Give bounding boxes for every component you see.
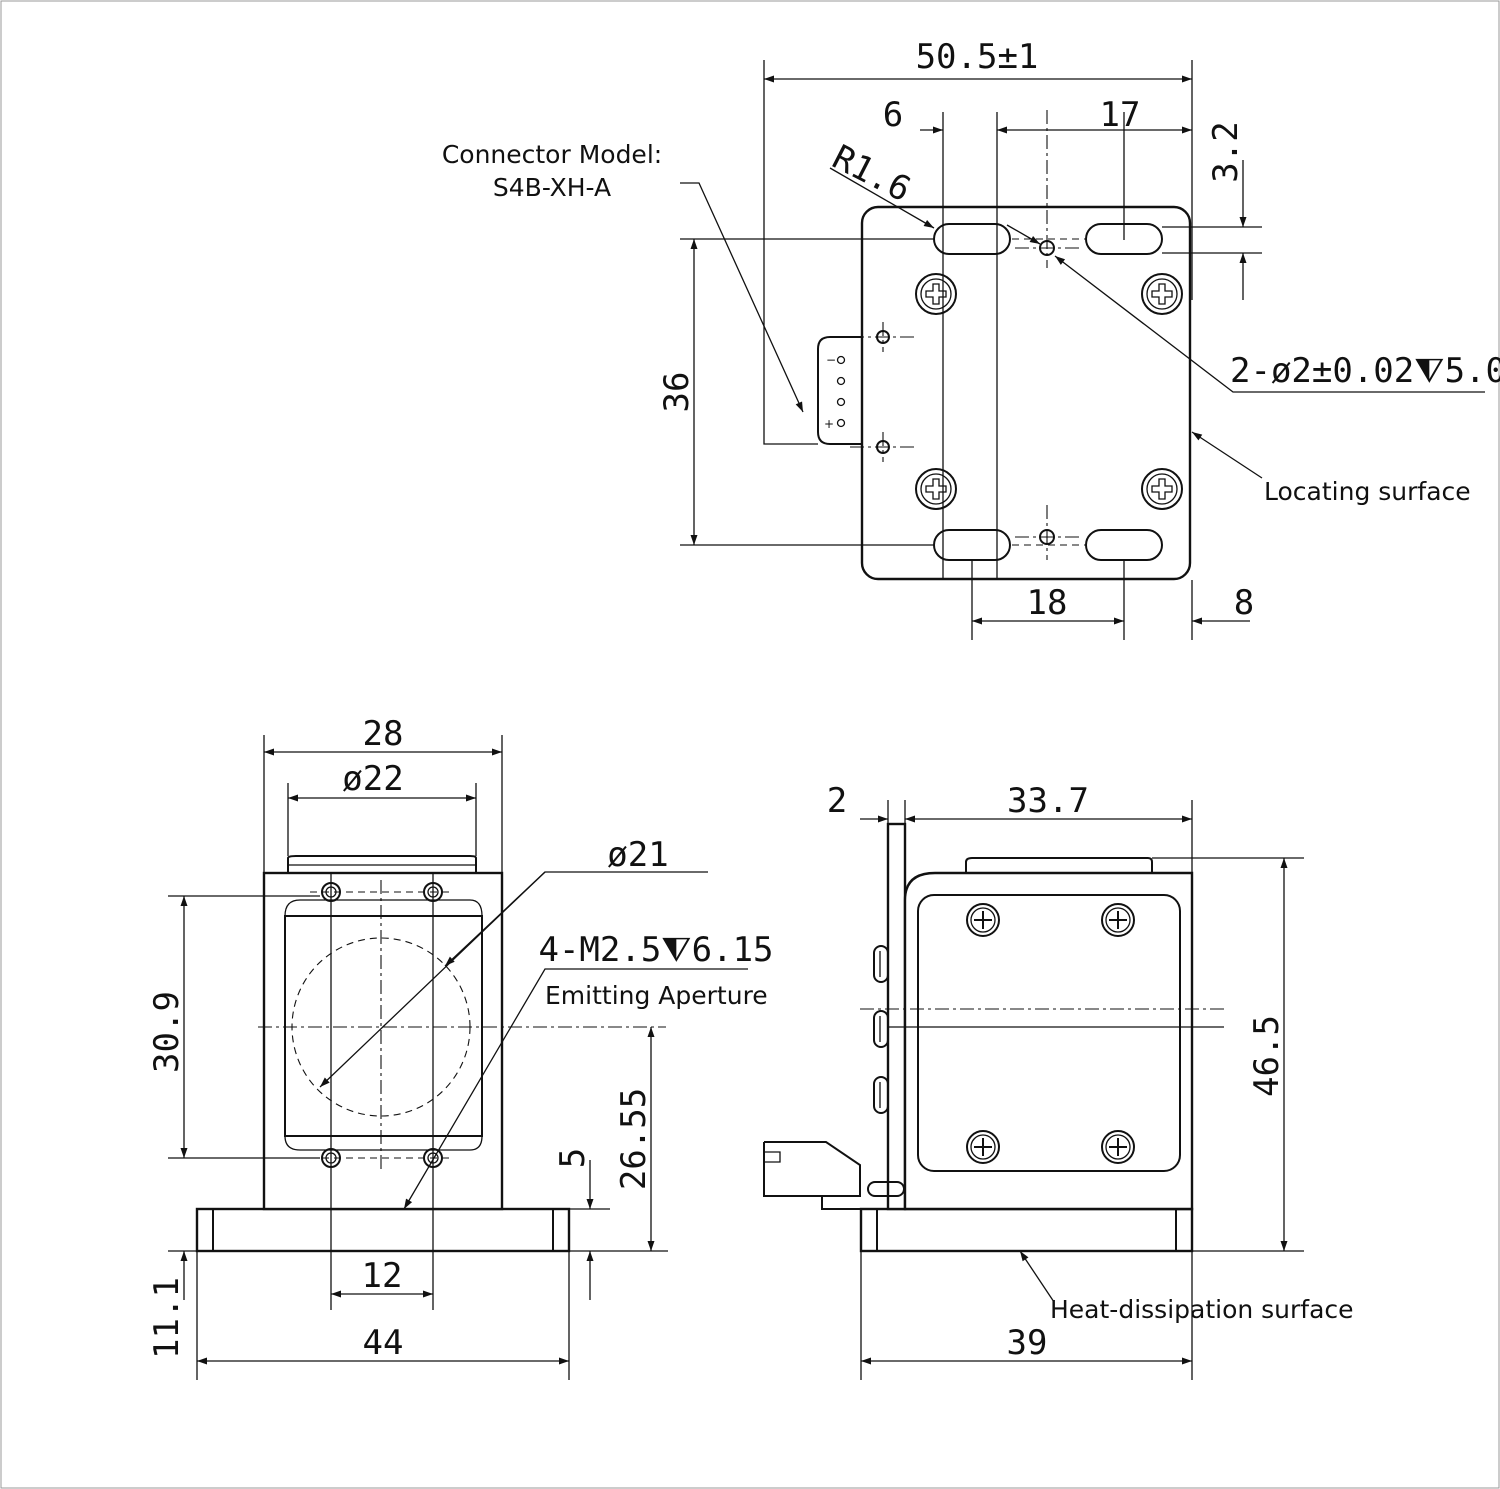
dim-base-height: 11.1 xyxy=(147,1277,187,1359)
locating-surface-label: Locating surface xyxy=(1264,477,1471,506)
connector-housing xyxy=(817,336,862,445)
dim-mount-threads: 4-M2.5⧨6.15 xyxy=(538,930,773,970)
pin-plus-label: + xyxy=(824,417,834,431)
connector-model: S4B-XH-A xyxy=(493,173,611,202)
front-base-plate xyxy=(195,1207,571,1253)
side-flange-plate xyxy=(886,822,907,1211)
connector-label: Connector Model: xyxy=(442,140,662,169)
side-cover-plate xyxy=(917,894,1181,1172)
dim-flange-diameter: ø22 xyxy=(342,759,403,799)
emitting-aperture-label: Emitting Aperture xyxy=(545,981,768,1010)
front-housing xyxy=(262,871,504,1211)
dim-edge-offset: 3.2 xyxy=(1206,121,1246,182)
dim-slot-radius: R1.6 xyxy=(826,137,917,210)
dim-side-height: 46.5 xyxy=(1247,1015,1287,1097)
pin-minus-label: − xyxy=(826,353,836,367)
side-bolts xyxy=(867,945,905,1197)
dim-pin-holes: 2-ø2±0.02⧨5.0 xyxy=(1230,351,1500,391)
dim-aperture-diameter: ø21 xyxy=(607,835,668,875)
dim-base-thickness: 5 xyxy=(553,1148,593,1168)
front-flange xyxy=(287,855,477,873)
side-base-plate xyxy=(859,1207,1194,1253)
dim-hole-span: 12 xyxy=(362,1256,403,1296)
dim-overall-width: 50.5±1 xyxy=(916,37,1039,77)
front-window xyxy=(284,915,483,1137)
dim-height: 36 xyxy=(657,372,697,413)
dim-slot-span: 17 xyxy=(1100,95,1141,135)
side-housing xyxy=(903,871,1194,1211)
dim-base-width: 44 xyxy=(363,1323,404,1363)
dim-slot-offset: 6 xyxy=(883,95,903,135)
dim-bottom-offset: 8 xyxy=(1234,583,1254,623)
connector-pins xyxy=(836,355,846,428)
dim-flange-thickness: 2 xyxy=(827,781,847,821)
heat-surface-label: Heat-dissipation surface xyxy=(1050,1295,1354,1324)
top-body-outline xyxy=(860,205,1192,581)
dim-front-height: 30.9 xyxy=(147,991,187,1073)
dim-base-depth: 39 xyxy=(1007,1323,1048,1363)
dim-front-width: 28 xyxy=(363,714,404,754)
dim-center-height: 26.55 xyxy=(614,1088,654,1190)
top-view: − + xyxy=(442,37,1500,640)
side-connector xyxy=(763,1141,877,1210)
side-view: 2 33.7 46.5 39 Heat-dissipation surface xyxy=(763,781,1354,1380)
dim-bottom-span: 18 xyxy=(1027,583,1068,623)
front-view: 28 ø22 ø21 4-M2.5⧨6.15 Emitting Aperture… xyxy=(147,714,774,1380)
dim-side-depth: 33.7 xyxy=(1007,781,1089,821)
